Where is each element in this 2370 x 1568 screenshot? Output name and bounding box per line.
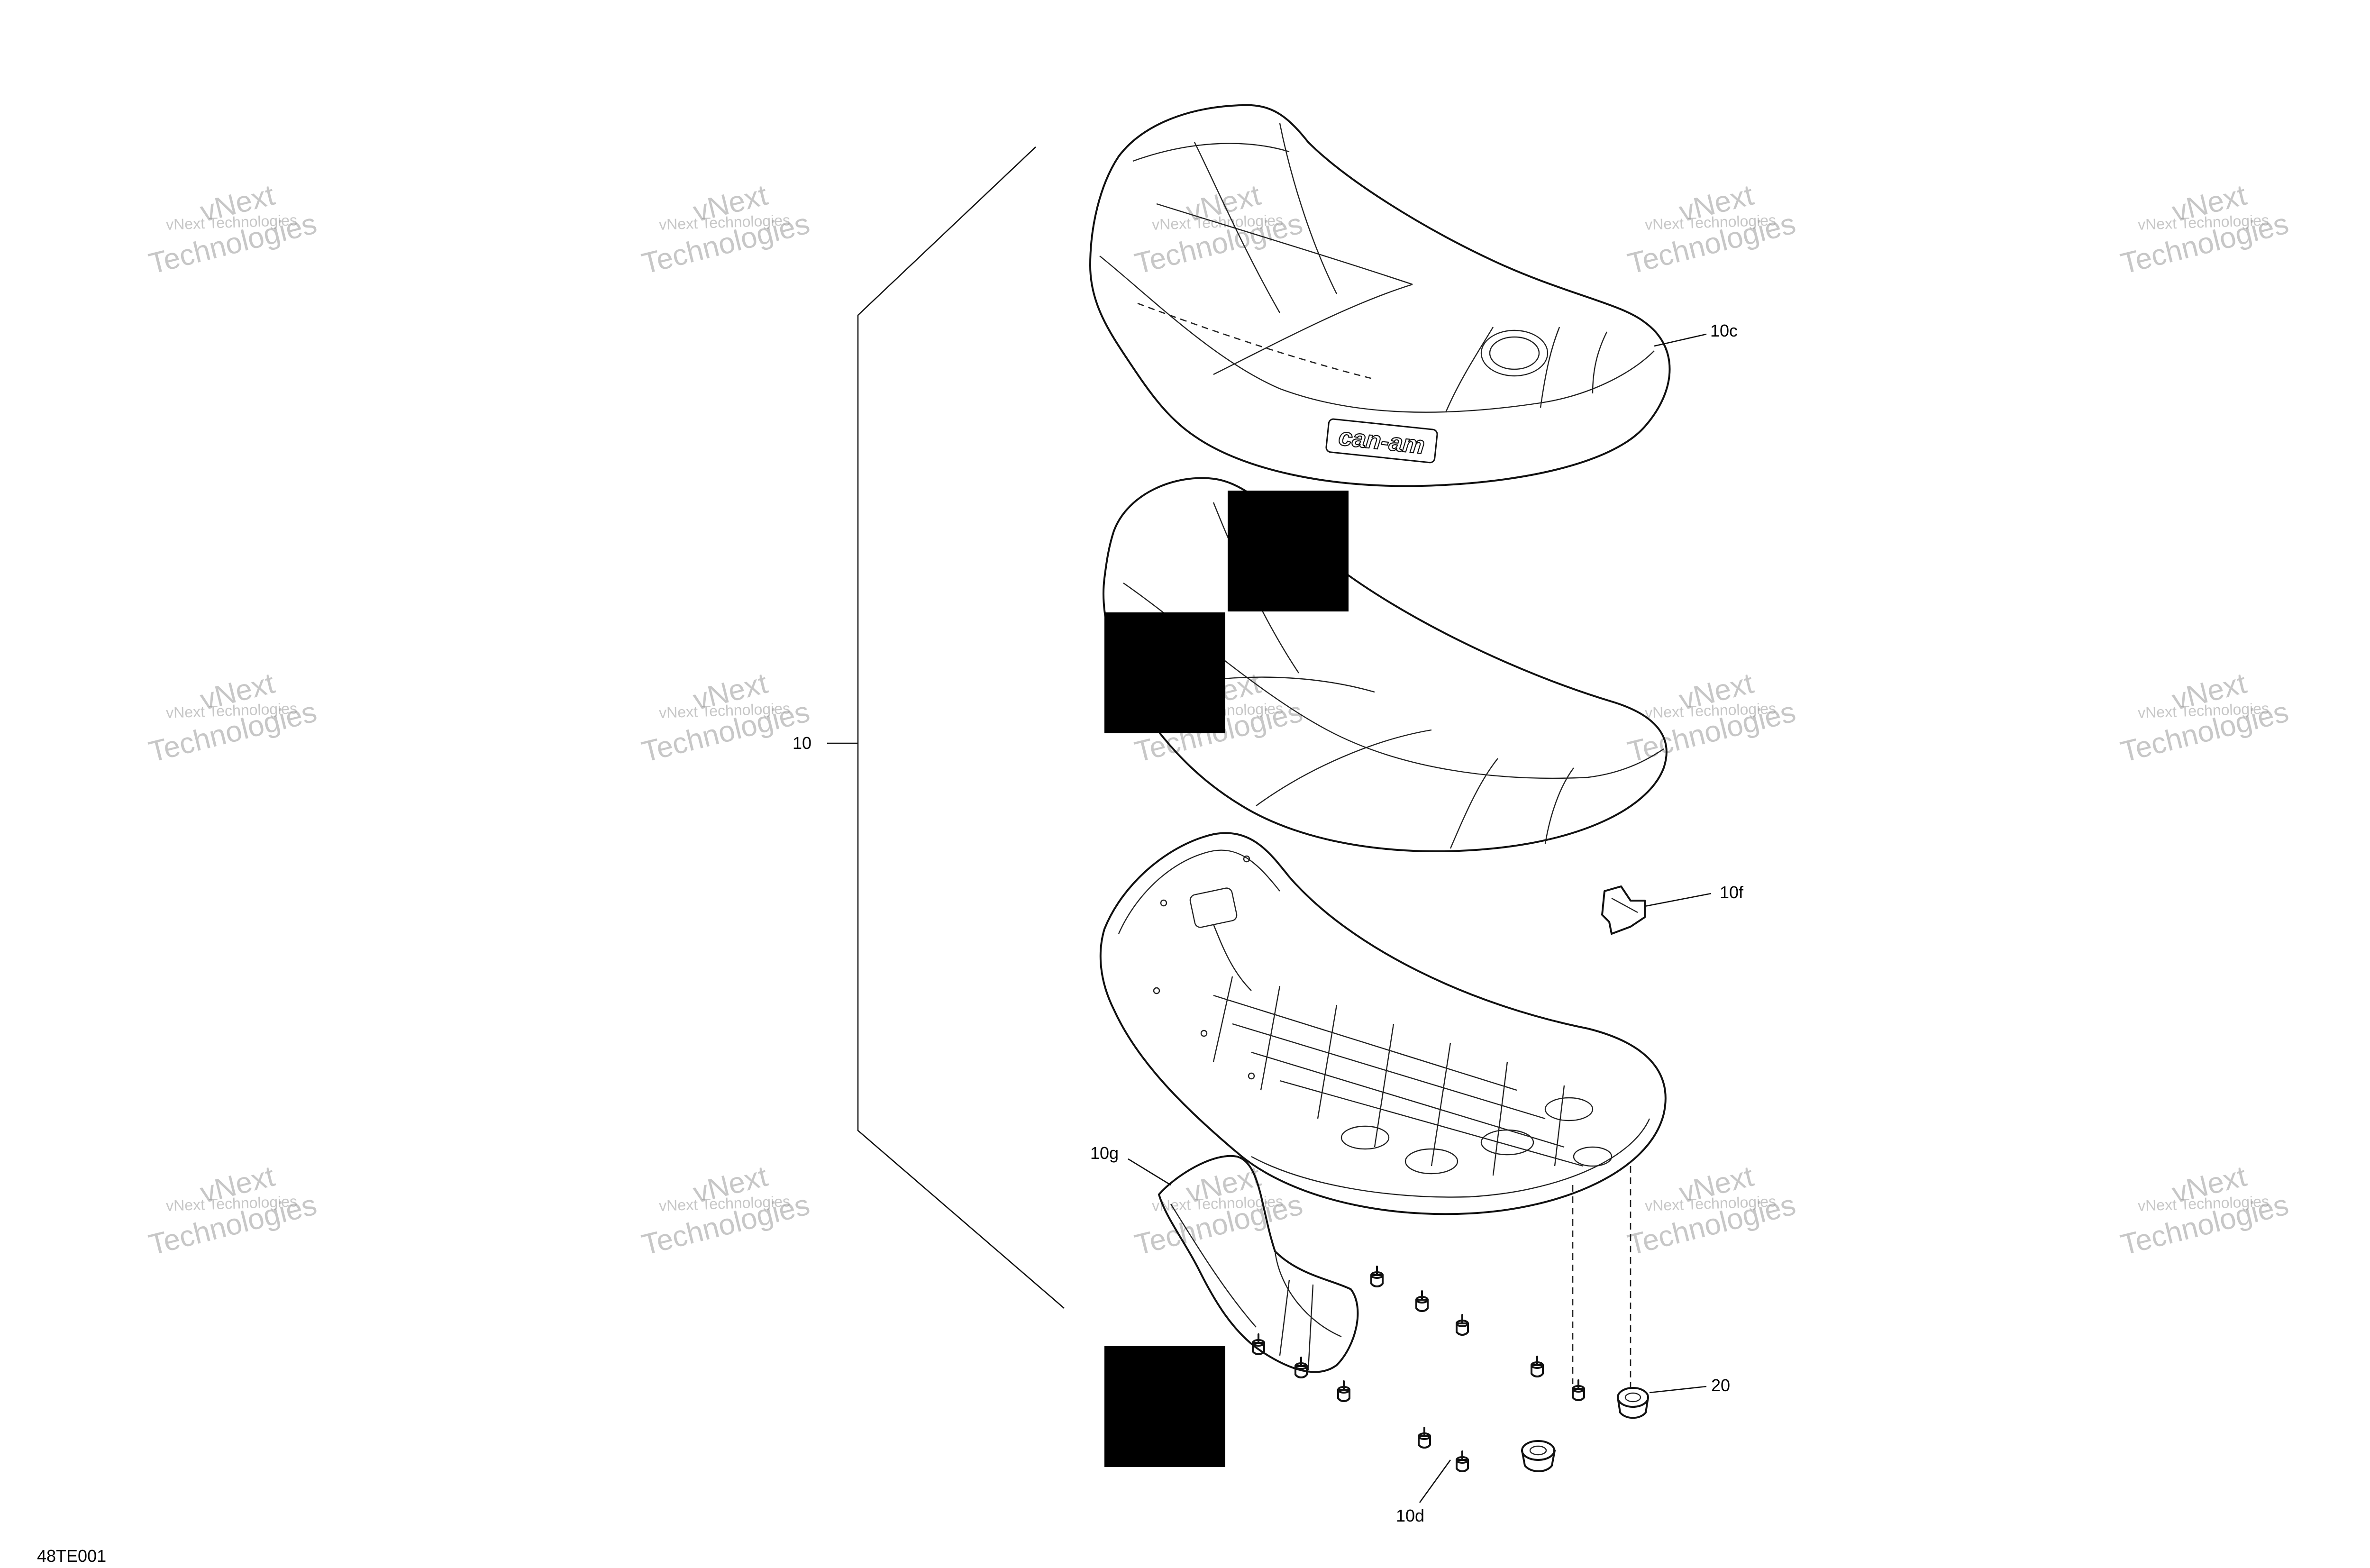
- label-nut: 20: [1711, 1376, 1730, 1395]
- grommet: [1415, 1290, 1429, 1312]
- seat-base: [1099, 832, 1667, 1215]
- grommet: [1572, 1379, 1585, 1401]
- grommet: [1370, 1266, 1384, 1287]
- assembly-lines: [1572, 1166, 1632, 1389]
- label-clip: 10f: [1720, 883, 1744, 902]
- grommet: [1531, 1356, 1544, 1377]
- nut-part: [1617, 1386, 1707, 1419]
- drawing-code: 48TE001: [37, 1546, 106, 1566]
- brand-logo: can-am: [1325, 418, 1438, 464]
- grommet: [1294, 1357, 1308, 1378]
- redaction-block: [1228, 491, 1349, 611]
- cover-leader: [1654, 333, 1707, 347]
- grommet: [1418, 1427, 1431, 1449]
- label-bracket: 10: [793, 733, 811, 753]
- clip-part: [1601, 885, 1712, 935]
- assembly-bracket: [827, 146, 1065, 1309]
- redaction-block: [1104, 612, 1225, 733]
- redaction-block: [1104, 1346, 1225, 1467]
- guard-part: [1128, 1155, 1359, 1373]
- seat-cover: can-am: [1089, 104, 1671, 487]
- grommet: [1337, 1380, 1350, 1402]
- grommet-group: [1252, 1266, 1585, 1472]
- label-grommet: 10d: [1396, 1506, 1424, 1525]
- grommet-leader: [1419, 1459, 1451, 1503]
- label-guard: 10g: [1090, 1143, 1119, 1163]
- grommet: [1456, 1450, 1469, 1472]
- base-lattice: [1212, 976, 1584, 1176]
- nut-part-2: [1521, 1440, 1556, 1472]
- grommet: [1252, 1333, 1265, 1355]
- label-cover: 10c: [1710, 321, 1738, 340]
- grommet: [1456, 1314, 1469, 1336]
